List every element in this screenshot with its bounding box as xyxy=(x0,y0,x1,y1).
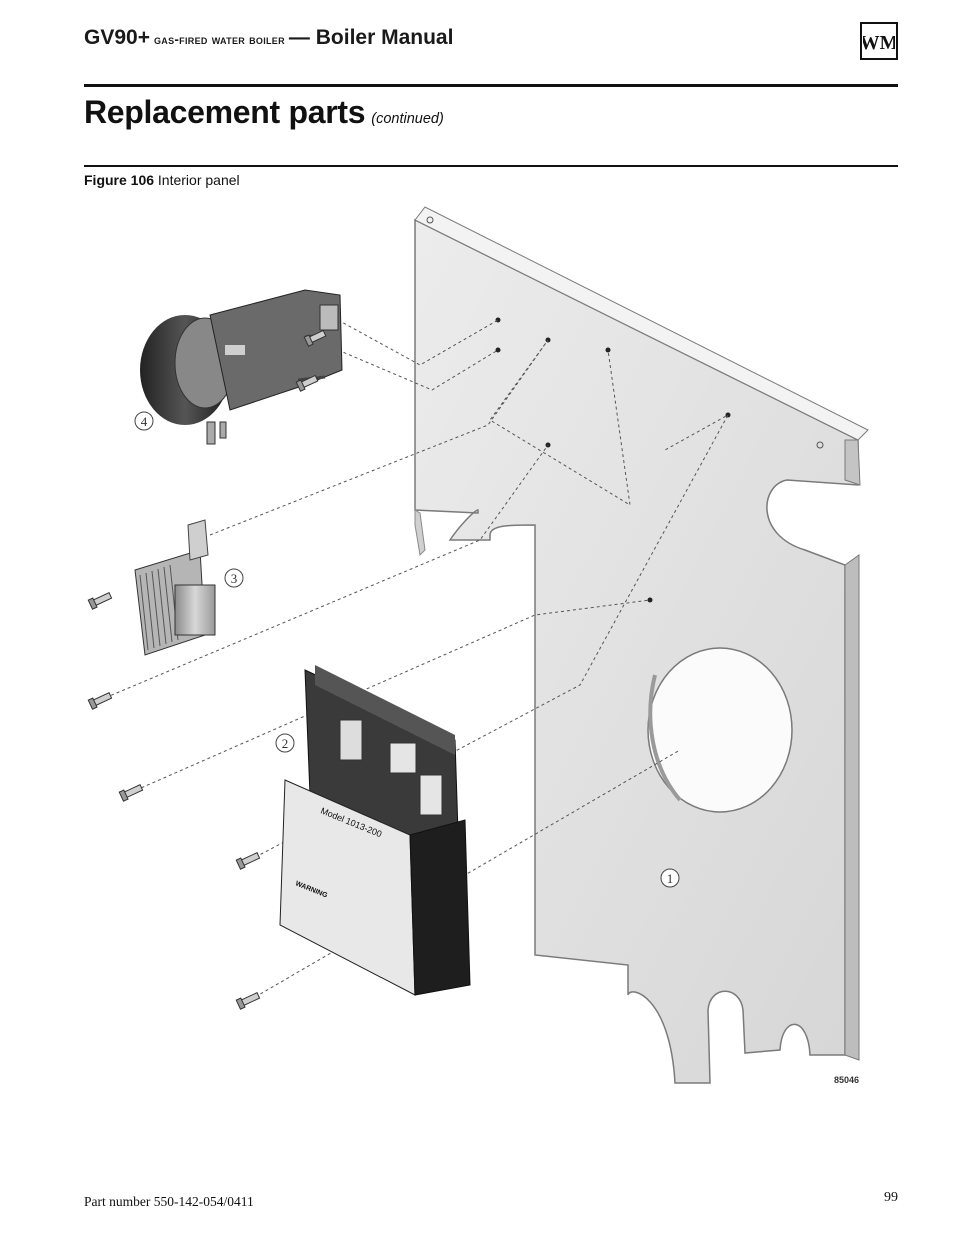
figure-caption: Figure 106 Interior panel xyxy=(84,172,240,188)
screw xyxy=(235,852,261,870)
screw xyxy=(295,374,319,392)
callout-3: 3 xyxy=(224,568,244,588)
model-name: GV90+ xyxy=(84,26,150,49)
screw xyxy=(87,592,113,610)
callout-1: 1 xyxy=(660,868,680,888)
page-header: GV90+gas-fired water boiler— Boiler Manu… xyxy=(84,22,898,82)
screw xyxy=(87,692,113,710)
callout-2-label: 2 xyxy=(282,736,289,751)
control-module: Model 1013-200 WARNING xyxy=(279,665,471,996)
header-rule xyxy=(84,84,898,87)
callout-4-label: 4 xyxy=(141,414,148,429)
mounting-screws xyxy=(87,329,327,1010)
callout-1-label: 1 xyxy=(667,871,674,886)
screw xyxy=(235,992,261,1010)
drawing-number: 85046 xyxy=(834,1075,859,1085)
logo-text: WM xyxy=(863,32,895,54)
header-subtitle: gas-fired water boiler xyxy=(153,32,285,47)
page-number: 99 xyxy=(884,1190,898,1205)
screw xyxy=(303,329,327,347)
callout-3-label: 3 xyxy=(231,571,238,586)
interior-panel-diagram: Model 1013-200 WARNING 1 2 3 4 85046 xyxy=(87,206,869,1085)
manual-title: — Boiler Manual xyxy=(288,26,454,49)
screw xyxy=(118,784,144,802)
interior-panel xyxy=(414,206,869,1084)
callout-4: 4 xyxy=(134,411,154,431)
callouts: 1 2 3 4 xyxy=(134,411,680,888)
logo-mark-icon: WM xyxy=(863,25,895,57)
transformer xyxy=(134,519,216,656)
pressure-switch xyxy=(140,289,343,445)
footer-part-number: Part number 550-142-054/0411 xyxy=(84,1194,254,1209)
callout-2: 2 xyxy=(275,733,295,753)
header-title: GV90+gas-fired water boiler— Boiler Manu… xyxy=(84,26,453,50)
figure-number: Figure 106 xyxy=(84,172,155,188)
section-continued: (continued) xyxy=(371,111,444,127)
weil-mclain-logo: WM xyxy=(860,22,898,60)
section-rule xyxy=(84,165,898,167)
figure-caption-text: Interior panel xyxy=(157,172,240,188)
section-heading: Replacement parts xyxy=(84,94,366,130)
section-title: Replacement parts (continued) xyxy=(84,94,444,131)
